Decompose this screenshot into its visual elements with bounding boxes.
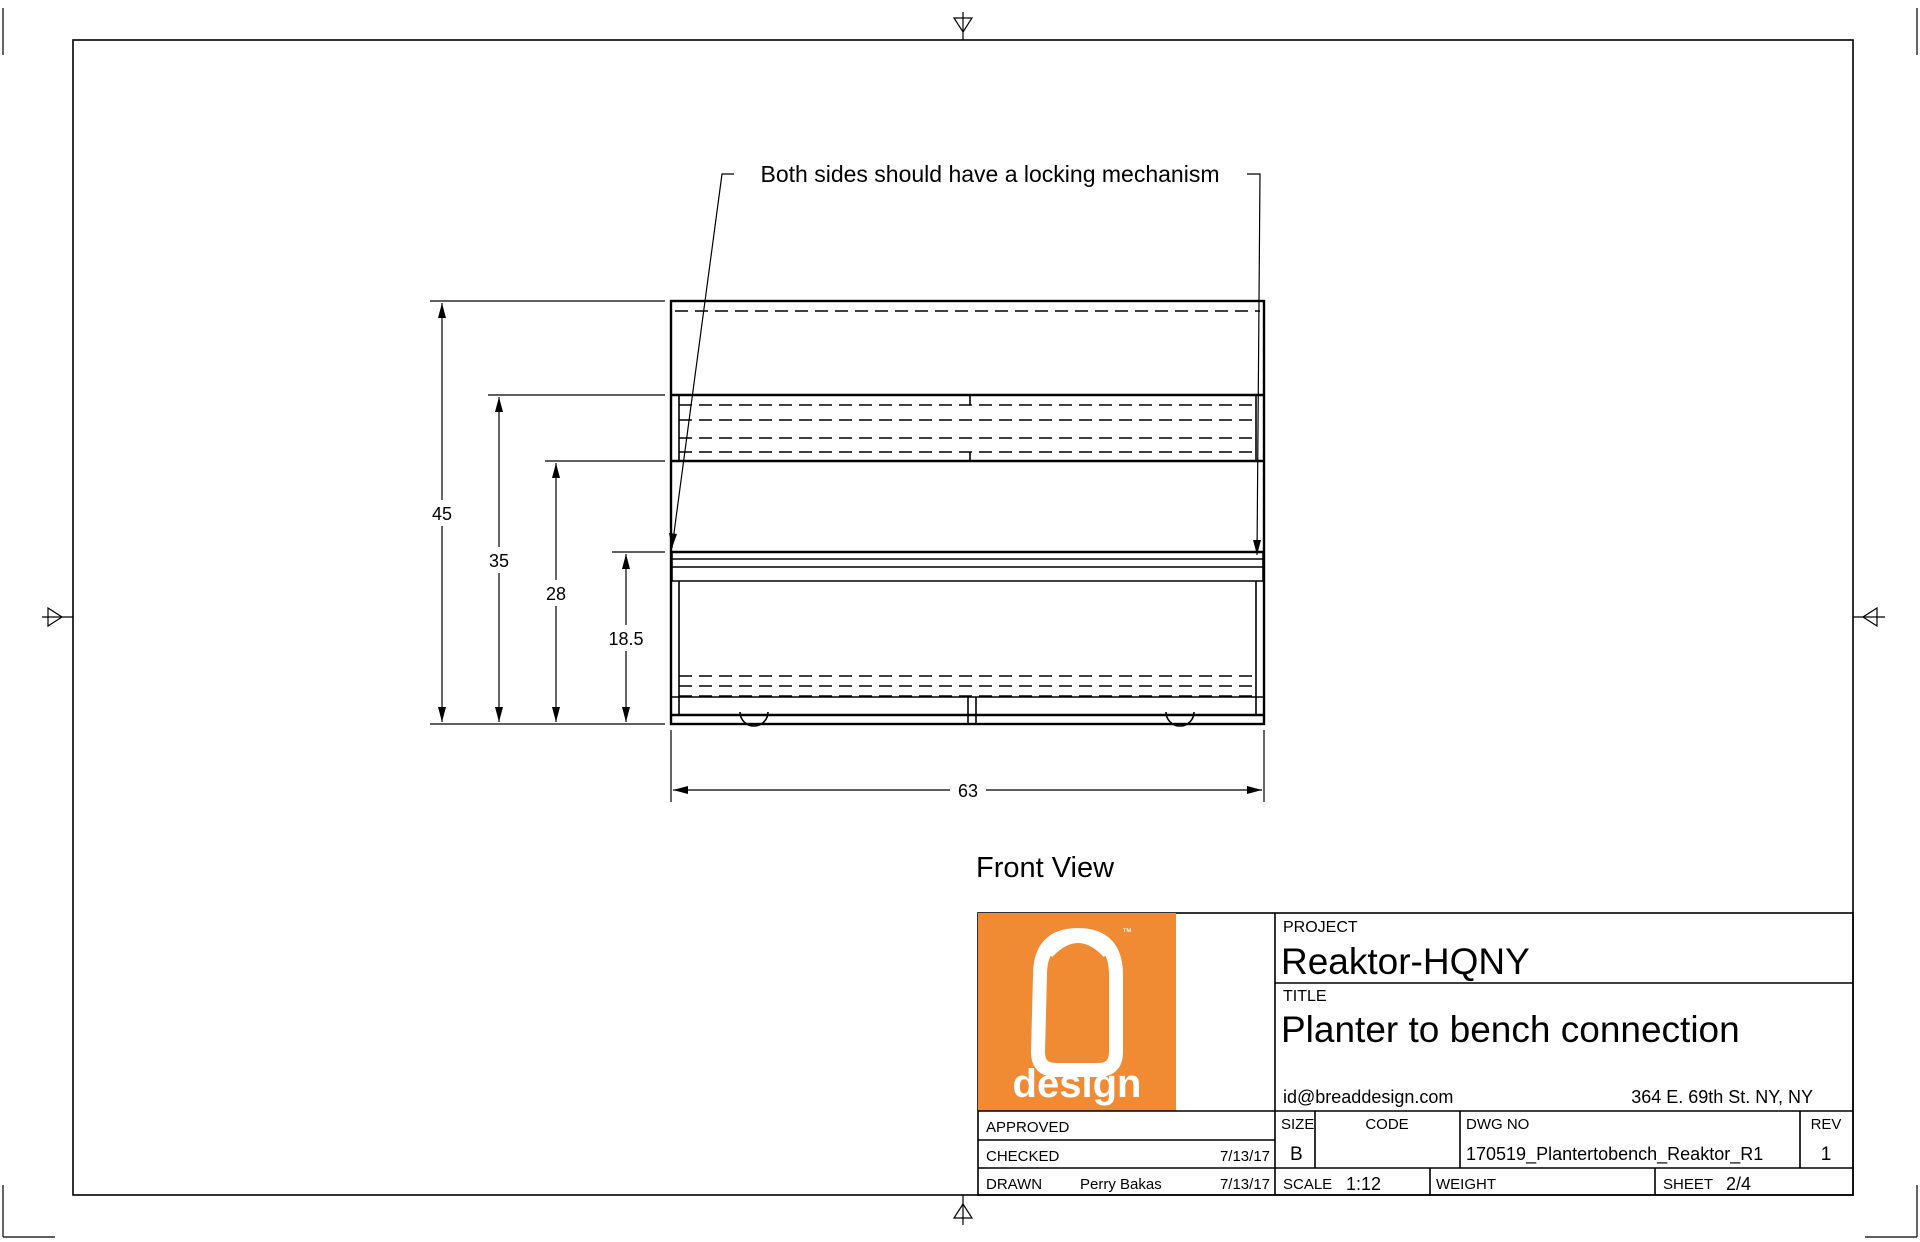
- drawing-title: Planter to bench connection: [1281, 1009, 1740, 1050]
- leader-note: Both sides should have a locking mechani…: [669, 161, 1261, 556]
- dimensions: 45 35 28 18.5 63: [424, 300, 1265, 803]
- contact-address: 364 E. 69th St. NY, NY: [1631, 1087, 1813, 1107]
- right-wheel-icon: [1165, 711, 1195, 727]
- sheet-value: 2/4: [1726, 1174, 1751, 1194]
- logo: [978, 913, 1176, 1111]
- bread-logo-icon: ™: [1031, 927, 1132, 1077]
- size-value: B: [1290, 1144, 1303, 1165]
- title-label: TITLE: [1283, 988, 1327, 1005]
- dim-height-18-5: 18.5: [608, 629, 643, 649]
- rev-label: REV: [1811, 1116, 1842, 1133]
- dim-width-63: 63: [958, 781, 978, 801]
- checked-date: 7/13/17: [1220, 1148, 1270, 1165]
- view-label: Front View: [976, 852, 1115, 884]
- dim-height-35: 35: [489, 551, 509, 571]
- project-label: PROJECT: [1283, 919, 1358, 936]
- size-label: SIZE: [1281, 1116, 1314, 1133]
- project-name: Reaktor-HQNY: [1281, 941, 1530, 982]
- logo-tm: ™: [1122, 927, 1132, 938]
- dwg-no-value: 170519_Plantertobench_Reaktor_R1: [1466, 1144, 1763, 1165]
- approved-label: APPROVED: [986, 1119, 1070, 1136]
- center-mark-bottom-icon: [952, 1195, 974, 1225]
- scale-value: 1:12: [1346, 1174, 1381, 1194]
- outer-frame: [669, 299, 1266, 726]
- code-label: CODE: [1365, 1116, 1408, 1133]
- crop-marks: [2, 8, 1918, 1238]
- dwg-no-label: DWG NO: [1466, 1116, 1529, 1133]
- checked-label: CHECKED: [986, 1148, 1060, 1165]
- weight-label: WEIGHT: [1436, 1176, 1496, 1193]
- contact-email: id@breaddesign.com: [1283, 1087, 1453, 1107]
- rev-value: 1: [1821, 1144, 1832, 1165]
- drawn-date: 7/13/17: [1220, 1176, 1270, 1193]
- drawn-label: DRAWN: [986, 1176, 1042, 1193]
- left-wheel-icon: [739, 711, 769, 727]
- sheet-label: SHEET: [1663, 1176, 1713, 1193]
- dim-height-45: 45: [432, 504, 452, 524]
- drawn-by: Perry Bakas: [1080, 1176, 1162, 1193]
- front-view: [669, 299, 1266, 727]
- locking-mechanism-note: Both sides should have a locking mechani…: [761, 161, 1220, 187]
- center-mark-top-icon: [952, 12, 974, 40]
- title-block: ™ design PROJECT Reaktor-HQNY TITLE Plan…: [977, 912, 1854, 1196]
- scale-label: SCALE: [1283, 1176, 1332, 1193]
- logo-wordmark: design: [1013, 1062, 1142, 1106]
- center-mark-left-icon: [42, 606, 73, 628]
- center-marks: [42, 12, 1885, 1225]
- dim-height-28: 28: [546, 584, 566, 604]
- center-mark-right-icon: [1853, 606, 1885, 628]
